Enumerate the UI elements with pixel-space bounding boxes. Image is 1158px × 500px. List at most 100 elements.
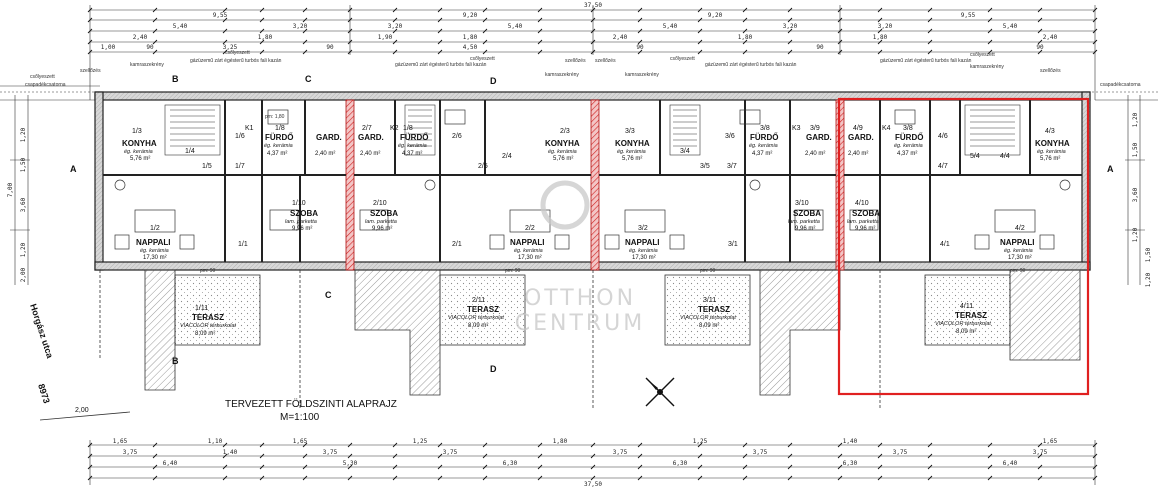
dim-top-row4-0: 1,00: [101, 44, 116, 51]
u4-misc-2: 5/4: [970, 153, 980, 160]
dimension-tick-69: [392, 39, 398, 45]
dim-top-row4-2: 3,25: [223, 44, 238, 51]
note-chimney-5: csőlyeszett: [970, 52, 995, 58]
dimension-tick-133: [437, 453, 443, 459]
dimension-tick-160: [742, 464, 748, 470]
dimension-tick-187: [1037, 475, 1043, 481]
u2-wardrobe-code: 2/7: [362, 125, 372, 132]
top-notes: csőlyeszett csapadékcsatorna szellőzés k…: [25, 50, 1141, 88]
dimension-tick-178: [590, 475, 596, 481]
dimension-tick-15: [837, 7, 843, 13]
u4-misc-1: 4/7: [938, 163, 948, 170]
dimension-tick-101: [927, 49, 933, 55]
dimension-tick-10: [590, 7, 596, 13]
dimension-tick-140: [787, 453, 793, 459]
u4-wardrobe-area: 2,40 m²: [848, 151, 868, 157]
dim-top-row4-1: 90: [146, 44, 154, 51]
u4-living-area: 17,30 m²: [1008, 255, 1032, 261]
dim-top-row4-6: 90: [816, 44, 824, 51]
dim-bottom-row2-3: 3,75: [443, 449, 458, 456]
dimension-tick-129: [259, 453, 265, 459]
u3-pm: pm: 90: [700, 268, 716, 274]
u1-terrace-floor: VIACOLOR térburkolat: [180, 323, 236, 329]
dimension-tick-54: [697, 28, 703, 34]
u3-misc-3: 3/7: [727, 163, 737, 170]
dimension-tick-57: [837, 28, 843, 34]
dim-bottom-row3-5: 1,25: [693, 438, 708, 445]
u1-bath-name: FÜRDŐ: [265, 133, 293, 142]
u3-wardrobe-name: GARD.: [806, 133, 832, 142]
unit-3: 3/3 KONYHA ég. kerámia 5,76 m² 3/8 FÜRDŐ…: [615, 125, 832, 329]
dimension-tick-169: [152, 475, 158, 481]
dimension-tick-188: [1092, 475, 1098, 481]
dimension-tick-50: [482, 28, 488, 34]
dim-left-2: 1,50: [20, 157, 27, 172]
dimension-tick-149: [222, 464, 228, 470]
dimension-ticks: [87, 7, 1098, 481]
u3-bath-code: 3/8: [760, 125, 770, 132]
dimension-tick-148: [152, 464, 158, 470]
dimension-tick-168: [87, 475, 93, 481]
dimension-tick-115: [590, 442, 596, 448]
highlight-unit-4: [837, 97, 1090, 396]
dimension-tick-147: [87, 464, 93, 470]
u4-kitchen-name: KONYHA: [1035, 139, 1070, 148]
u2-wardrobe-area: 2,40 m²: [360, 151, 380, 157]
section-mark-c-top: C: [305, 74, 312, 84]
u3-kitchen-area: 5,76 m²: [622, 156, 642, 162]
dim-top-row4-7: 90: [1036, 44, 1044, 51]
dimension-tick-82: [1037, 39, 1043, 45]
u3-room-name: SZOBA: [793, 209, 821, 218]
dimension-tick-89: [347, 49, 353, 55]
dimension-tick-179: [637, 475, 643, 481]
dimension-tick-72: [537, 39, 543, 45]
u4-bath-code: 3/8: [903, 125, 913, 132]
dimension-tick-119: [787, 442, 793, 448]
dimension-tick-63: [87, 39, 93, 45]
dim-bottom-row1-1: 5,30: [343, 460, 358, 467]
dimension-tick-185: [927, 475, 933, 481]
dim-left-4: 1,20: [20, 242, 27, 257]
dim-top-row1-3: 9,55: [961, 12, 976, 19]
dimension-tick-156: [537, 464, 543, 470]
dimension-tick-51: [537, 28, 543, 34]
dimension-tick-43: [152, 28, 158, 34]
note-ceiling-4: kamraszekrény: [970, 64, 1004, 70]
dimension-tick-113: [482, 442, 488, 448]
dim-bottom-row2-5: 3,75: [753, 449, 768, 456]
dimension-tick-181: [742, 475, 748, 481]
dimension-tick-44: [222, 28, 228, 34]
u3-living-floor: ég. kerámia: [629, 248, 658, 254]
dim-top-row3-6: 1,80: [873, 34, 888, 41]
dimension-tick-98: [787, 49, 793, 55]
u1-kitchen-floor: ég. kerámia: [124, 149, 153, 155]
u4-bath-area: 4,37 m²: [897, 151, 917, 157]
u1-room-code: 1/10: [292, 200, 306, 207]
dimension-tick-123: [987, 442, 993, 448]
u3-misc-4: 3/1: [728, 241, 738, 248]
u1-terrace-name: TERASZ: [192, 313, 224, 322]
dimension-tick-126: [87, 453, 93, 459]
section-mark-b-top: B: [172, 74, 179, 84]
note-chimney-3: csőlyeszett: [470, 56, 495, 62]
dimension-tick-39: [987, 17, 993, 23]
dim-bottom-row3-7: 1,65: [1043, 438, 1058, 445]
dimension-tick-122: [927, 442, 933, 448]
dim-left-0: 7,00: [7, 182, 14, 197]
building-shell: [94, 91, 1091, 271]
note-drain-1: szellőzés: [80, 68, 101, 74]
dim-right-1: 1,50: [1132, 142, 1139, 157]
dimension-tick-167: [1092, 464, 1098, 470]
dim-bottom-row1-0: 6,40: [163, 460, 178, 467]
u3-misc-2: 3/6: [725, 133, 735, 140]
u2-misc-2: 2/4: [502, 153, 512, 160]
u2-bath-name: FÜRDŐ: [400, 133, 428, 142]
u3-misc-5: K3: [792, 125, 801, 132]
dimension-tick-92: [482, 49, 488, 55]
u3-wardrobe-area: 2,40 m²: [805, 151, 825, 157]
dimension-tick-41: [1092, 17, 1098, 23]
u4-living-code: 4/2: [1015, 225, 1025, 232]
u2-pm: pm: 90: [505, 268, 521, 274]
u2-kitchen-area: 5,76 m²: [553, 156, 573, 162]
dimension-tick-70: [437, 39, 443, 45]
